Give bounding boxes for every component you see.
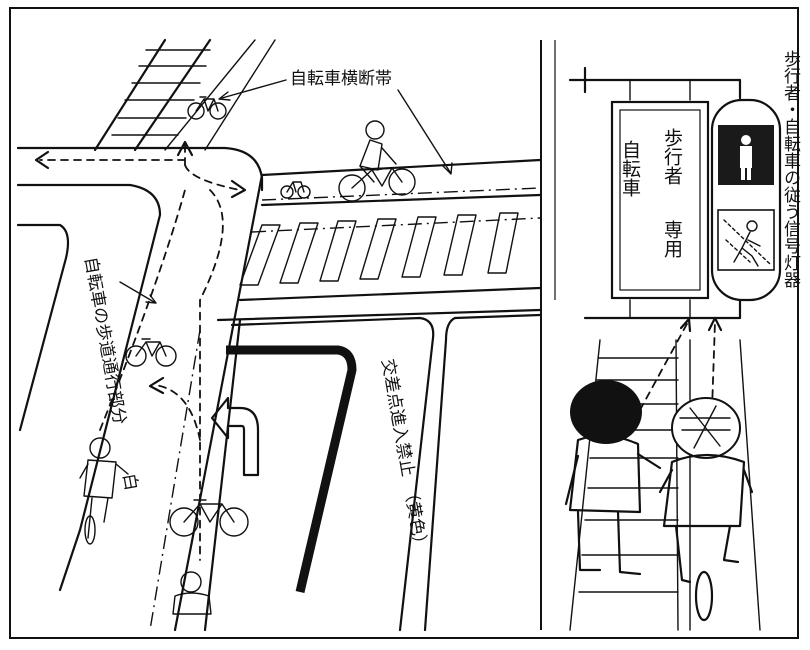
leader-crossing-1: [221, 79, 287, 99]
zebra-crosswalk: [239, 212, 519, 286]
sign-inner-border: [619, 109, 701, 291]
bike-crossing-edge-2: [251, 217, 541, 233]
lane-edge: [203, 318, 242, 632]
bike-crossing-edge: [261, 187, 541, 201]
leader-sidewalk: [119, 281, 155, 303]
bike-icon-lane: [280, 181, 311, 199]
leader-crossing-2: [397, 89, 451, 173]
signal-arm-bottom: [583, 298, 742, 320]
bike-icon-sidewalk: [125, 338, 177, 367]
sightline-ped-head: [679, 317, 692, 333]
no-entry-marking: [226, 345, 357, 594]
leader-sidewalk-head: [145, 294, 157, 304]
bike-icon-crossing: [187, 96, 227, 120]
center-line: [149, 329, 201, 631]
signal-panel: 自転車 歩行者 専用: [564, 50, 801, 631]
leader-crossing-2-head: [442, 162, 453, 175]
sightline-cyc-head: [707, 316, 723, 332]
sign-pedestrian-text: 歩行者: [661, 128, 683, 185]
bike-icon-road: [169, 499, 249, 537]
signal-arm-top: [583, 78, 742, 100]
intersection-panel: 自転車横断帯 自転車の歩道通行部分 白 交差点進入禁止 （黄色）: [16, 38, 542, 632]
signal-stop-figure: [740, 135, 752, 180]
signal-walk-figure: [723, 219, 771, 267]
road-top-edge: [260, 158, 542, 177]
route-up-arrowhead: [176, 140, 194, 157]
sightline-cyclist: [711, 321, 716, 411]
bike-ped-sign: [610, 100, 710, 300]
road-block-lower: [230, 316, 435, 632]
cyclist-bottom: [172, 571, 212, 615]
sign-brackets: [629, 79, 691, 319]
road-block-right-edge: [423, 316, 457, 632]
route-left-arrowhead: [34, 150, 50, 170]
sidewalk-color-text: 白: [118, 472, 141, 492]
pedestrian-figure: [564, 380, 662, 576]
sign-dedicated-text: 専用: [661, 220, 683, 258]
road-edge-left: [173, 173, 264, 632]
route-road: [199, 189, 224, 561]
right-cyclist-figure: [658, 397, 754, 622]
signal-description-label: 歩行者・自転車の従う信号灯器: [780, 50, 801, 288]
sightline-pedestrian: [639, 321, 689, 411]
cyclist-sidewalk: [79, 437, 129, 545]
road-line-3: [216, 308, 542, 322]
bicycle-crossing-zone-label: 自転車横断帯: [290, 69, 392, 89]
top-crosswalk: [93, 38, 276, 152]
sign-bicycle-text: 自転車: [619, 140, 641, 197]
route-right: [184, 164, 241, 191]
curb-inner: [16, 183, 162, 592]
route-right-arrowhead: [230, 179, 247, 199]
road-line-2: [238, 286, 542, 302]
route-sidewalk: [99, 189, 186, 431]
route-turn-arrowhead: [148, 376, 165, 395]
leader-crossing-1-head: [218, 91, 231, 101]
sign-text: 自転車 歩行者 専用: [619, 128, 683, 258]
cyclist-crossing: [338, 120, 416, 202]
left-turn-arrow: [210, 396, 260, 477]
curb-inner-2: [16, 223, 70, 432]
road-block-right: [453, 313, 542, 320]
route-turn: [154, 384, 201, 441]
bike-lane-line: [260, 193, 542, 207]
